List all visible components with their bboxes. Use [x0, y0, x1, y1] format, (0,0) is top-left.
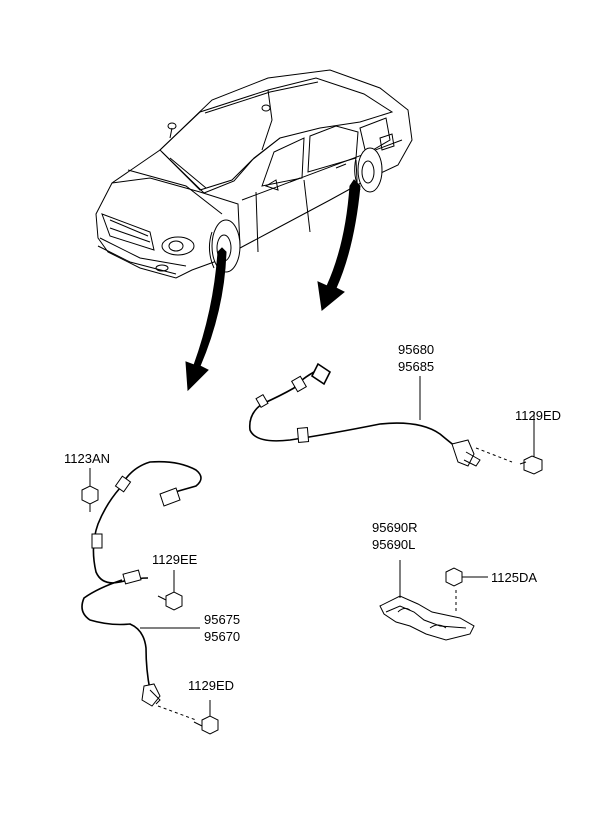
- rear-bolt-icon: [519, 412, 543, 475]
- vehicle-illustration: [95, 69, 413, 279]
- front-sensor-part-number-a: 95675: [204, 612, 240, 627]
- bracket-part-number-a: 95690R: [372, 520, 418, 535]
- front-bolt-top-icon: [81, 485, 99, 512]
- front-bolt-bottom-part-number: 1129ED: [188, 678, 234, 693]
- rear-location-arrow: [317, 179, 361, 311]
- front-bolt-top-part-number: 1123AN: [64, 451, 110, 466]
- bracket-part-number-b: 95690L: [372, 537, 415, 552]
- rear-wheel-speed-sensor: [248, 362, 513, 467]
- front-bolt-bottom-icon: [193, 700, 219, 735]
- front-bolt-mid-icon: [157, 591, 183, 611]
- front-location-arrow: [185, 247, 227, 392]
- front-sensor-part-number-b: 95670: [204, 629, 240, 644]
- front-bolt-mid-part-number: 1129EE: [152, 552, 198, 567]
- front-wheel-speed-sensor: [81, 460, 202, 721]
- rear-sensor-part-number-a: 95680: [398, 342, 434, 357]
- sensor-bracket: [379, 560, 475, 641]
- bracket-bolt-icon: [445, 567, 488, 587]
- rear-sensor-part-number-b: 95685: [398, 359, 434, 374]
- rear-bolt-part-number: 1129ED: [515, 408, 561, 423]
- bracket-bolt-part-number: 1125DA: [491, 570, 537, 585]
